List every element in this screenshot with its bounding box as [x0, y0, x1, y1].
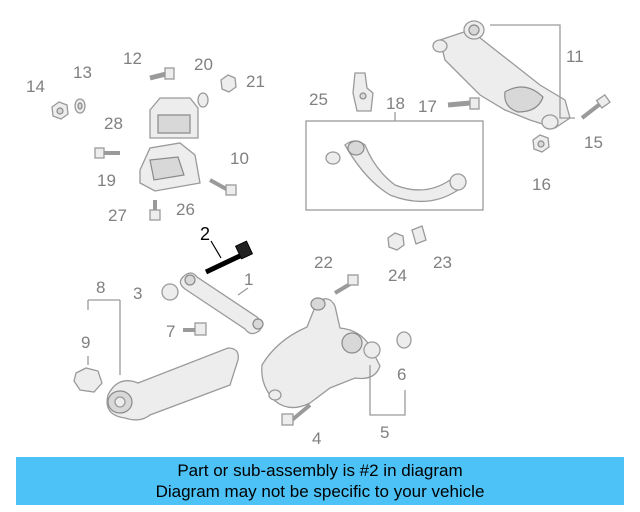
label-16: 16 — [532, 175, 551, 194]
nut-24 — [387, 232, 405, 251]
mount-28 — [149, 97, 199, 139]
upper-control-arm-11 — [432, 20, 575, 130]
label-15: 15 — [584, 133, 603, 152]
label-20: 20 — [194, 55, 213, 74]
bushing-6 — [396, 331, 412, 349]
label-13: 13 — [73, 63, 92, 82]
cover-9 — [73, 367, 103, 393]
label-2: 2 — [200, 224, 210, 244]
bolt-27 — [149, 200, 161, 221]
label-21: 21 — [246, 72, 265, 91]
bolt-22 — [333, 274, 359, 295]
label-9: 9 — [81, 333, 90, 352]
label-27: 27 — [108, 206, 127, 225]
banner-line-2: Diagram may not be specific to your vehi… — [155, 482, 485, 501]
bolt-19 — [94, 147, 120, 159]
upper-link-18 — [305, 112, 484, 211]
washer-20 — [197, 92, 209, 108]
label-6: 6 — [397, 365, 406, 384]
label-12: 12 — [123, 49, 142, 68]
washer-13 — [74, 98, 86, 114]
mount-26 — [139, 142, 201, 192]
bracket-25 — [352, 72, 374, 112]
bolt-12 — [149, 67, 175, 81]
label-1: 1 — [244, 270, 253, 289]
label-22: 22 — [314, 253, 333, 272]
clip-23 — [411, 225, 427, 245]
label-23: 23 — [433, 253, 452, 272]
bolt-10 — [209, 178, 237, 196]
label-8: 8 — [96, 278, 105, 297]
bolt-15 — [580, 93, 611, 120]
bolt-17 — [447, 97, 480, 110]
label-24: 24 — [388, 266, 407, 285]
label-18: 18 — [386, 94, 405, 113]
nut-21 — [220, 74, 237, 93]
label-19: 19 — [97, 171, 116, 190]
label-7: 7 — [166, 322, 175, 341]
label-3: 3 — [133, 284, 142, 303]
bolt-4 — [281, 403, 312, 426]
bushing-3 — [161, 283, 179, 301]
parts-diagram: 11 15 16 17 18 25 14 13 — [26, 20, 611, 448]
label-14: 14 — [26, 77, 45, 96]
label-4: 4 — [312, 429, 321, 448]
label-25: 25 — [309, 90, 328, 109]
label-26: 26 — [176, 200, 195, 219]
bolt-7 — [183, 322, 207, 336]
banner-line-1: Part or sub-assembly is #2 in diagram — [177, 461, 463, 480]
label-17: 17 — [418, 97, 437, 116]
trailing-arm-8 — [106, 347, 239, 421]
nut-16 — [532, 134, 550, 153]
label-5: 5 — [380, 423, 389, 442]
label-10: 10 — [230, 149, 249, 168]
label-11: 11 — [566, 47, 584, 66]
lower-link-1 — [179, 272, 264, 335]
info-banner: Part or sub-assembly is #2 in diagram Di… — [16, 457, 624, 505]
nut-14 — [51, 101, 69, 120]
label-28: 28 — [104, 114, 123, 133]
bolt-2-highlighted — [204, 240, 254, 275]
knuckle-assembly — [261, 297, 381, 409]
